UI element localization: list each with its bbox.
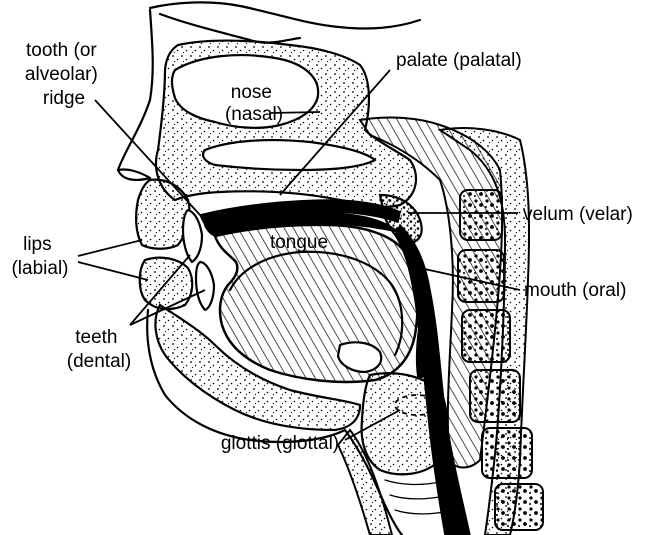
head-anatomy [118, 2, 543, 535]
label-mouth: mouth (oral) [524, 280, 626, 301]
label-velum: velum (velar) [523, 204, 633, 225]
vertebra [495, 484, 543, 530]
vertebra [462, 310, 510, 362]
vertebra [460, 190, 502, 240]
skull-inner-outline [160, 14, 300, 43]
label-tooth-ridge: tooth (or alveolar) ridge [25, 40, 103, 109]
label-glottis: glottis (glottal) [221, 433, 339, 454]
upper-incisor [183, 210, 202, 262]
label-lips: lips (labial) [11, 234, 68, 279]
label-teeth: teeth (dental) [67, 327, 131, 372]
label-palate: palate (palatal) [396, 50, 522, 71]
vertebra [470, 370, 520, 422]
nose-profile [118, 10, 153, 180]
upper-lip [136, 180, 189, 249]
leader-lips-upper [78, 240, 142, 256]
leader-lips-lower [78, 262, 148, 280]
vertebra [482, 428, 532, 478]
lower-incisor [196, 262, 214, 310]
label-nose: nose (nasal) [225, 82, 283, 125]
vertebra [458, 250, 504, 302]
label-tongue: tongue [270, 232, 328, 253]
